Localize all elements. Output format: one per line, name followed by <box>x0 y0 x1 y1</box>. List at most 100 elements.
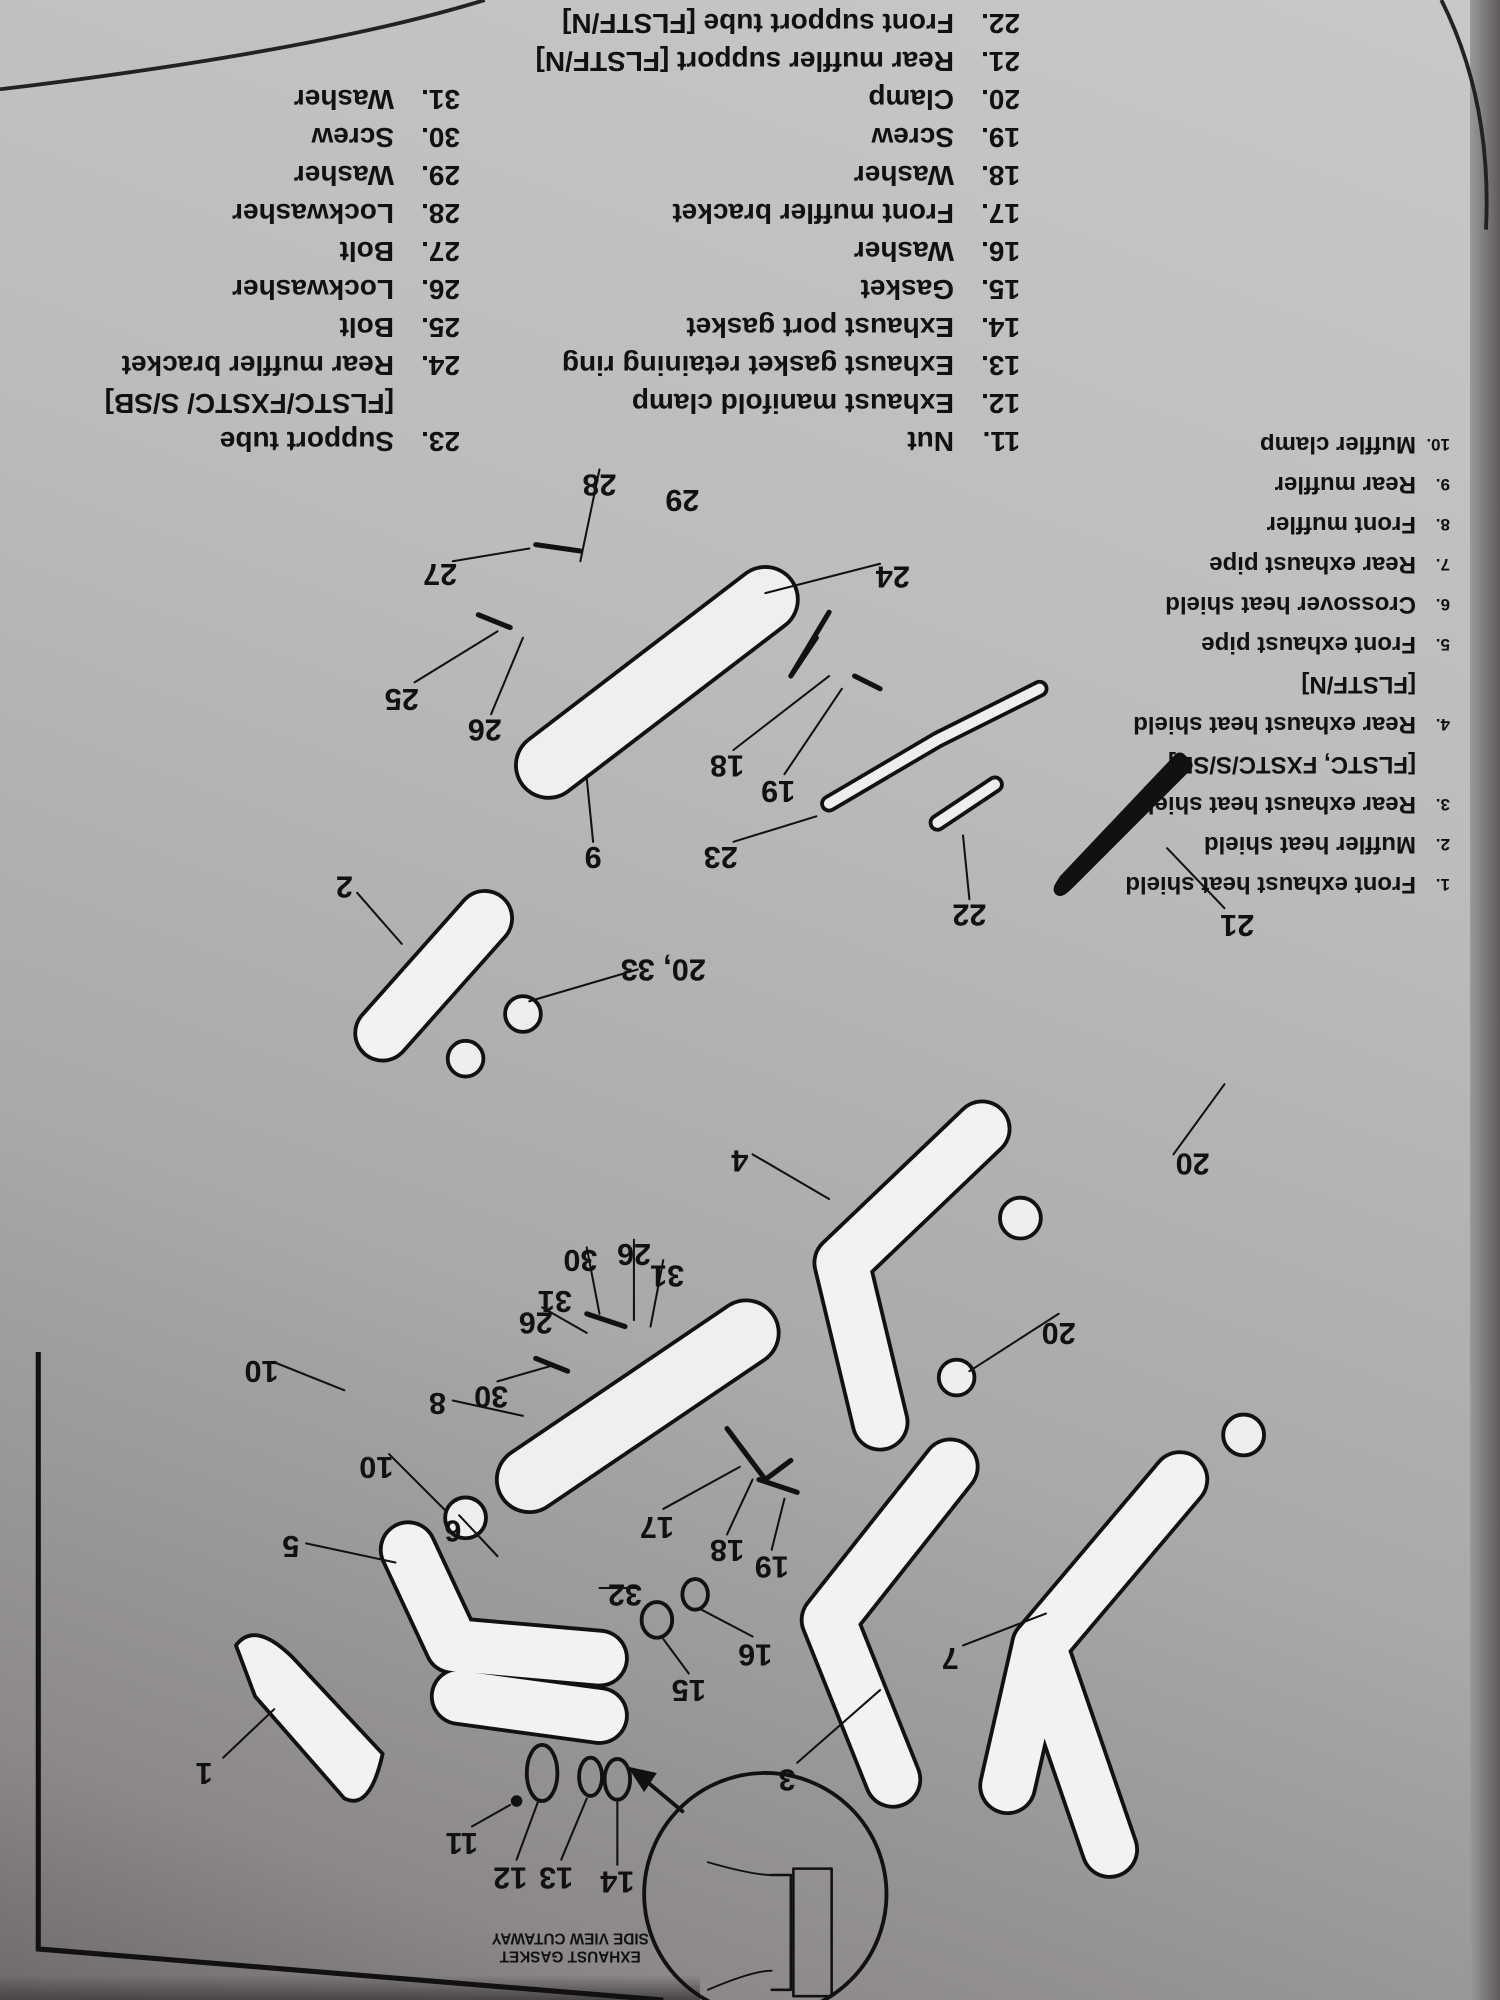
legend-num: 6. <box>1435 595 1450 614</box>
legend-num: 29. <box>421 160 460 191</box>
callout-1: 1 <box>196 1756 213 1790</box>
callout-2: 2 <box>336 869 353 903</box>
leader-lines <box>222 468 1226 1866</box>
legend-item: 3. Rear exhaust heat shield [FLSTC, FXSTC… <box>1110 744 1450 824</box>
legend-item: 1.Front exhaust heat shield <box>1110 864 1450 904</box>
legend-label: Washer <box>853 160 954 191</box>
callout-8: 8 <box>429 1386 446 1420</box>
cutaway-arrow <box>642 1777 685 1814</box>
legend-label: Lockwasher <box>232 198 394 229</box>
legend-num: 14. <box>981 312 1020 343</box>
legend-label: Exhaust gasket retaining ring <box>561 350 954 381</box>
legend-label: Front support tube [FLSTF/N] <box>562 8 954 39</box>
callout-31: 31 <box>650 1259 684 1293</box>
legend-label: Muffler heat shield <box>1203 831 1416 858</box>
gasket-cutaway <box>792 1867 833 1998</box>
callout-31: 31 <box>538 1284 572 1318</box>
legend-num: 9. <box>1435 475 1450 494</box>
legend-label: Gasket <box>860 274 954 305</box>
legend-label: Rear muffler <box>1274 471 1416 498</box>
callout-labels: 1 3 7 14 13 12 11 15 16 32 19 18 17 6 5 … <box>196 468 1255 1899</box>
legend-label: Rear exhaust heat shield [FLSTC, FXSTC/S… <box>1133 751 1416 818</box>
legend-label: Bolt <box>339 312 394 343</box>
legend-item: 27.Bolt <box>20 232 460 270</box>
legend-num: 16. <box>981 236 1020 267</box>
legend-num: 4. <box>1435 715 1450 734</box>
cutaway-circle <box>642 1771 889 2000</box>
callout-4: 4 <box>731 1144 748 1178</box>
legend-item: 20.Clamp <box>500 80 1020 118</box>
legend-item: 26. Lockwasher <box>20 270 460 308</box>
page-border-corner <box>1439 0 1489 230</box>
legend-column-1: 1.Front exhaust heat shield 2. Muffler he… <box>1110 434 1450 904</box>
legend-label: Washer <box>293 84 394 115</box>
legend-label: Rear exhaust pipe <box>1209 551 1416 578</box>
callout-19: 19 <box>755 1549 789 1583</box>
legend-label: Muffler clamp <box>1259 434 1416 458</box>
callout-25: 25 <box>385 682 419 716</box>
legend-item: 6.Crossover heat shield <box>1110 584 1450 624</box>
gaskets <box>510 1577 710 1807</box>
legend-item: 24.Rear muffler bracket <box>20 346 460 384</box>
callout-7: 7 <box>942 1641 959 1675</box>
legend-num: 8. <box>1435 515 1450 534</box>
legend-num: 25. <box>421 312 460 343</box>
legend-item: 16. Washer <box>500 232 1020 270</box>
legend-num: 3. <box>1435 795 1450 814</box>
legend-num: 30. <box>421 122 460 153</box>
rear-muffler-bracket <box>788 609 832 679</box>
legend-label: Front exhaust pipe <box>1201 631 1416 658</box>
callout-3: 3 <box>778 1762 795 1796</box>
legend-num: 28. <box>421 198 460 229</box>
legend-num: 26. <box>421 274 460 305</box>
legend-item: 23.Support tube [FLSTC/FXSTC/ S/SB] <box>20 384 460 460</box>
legend-num: 31. <box>421 84 460 115</box>
legend-num: 20. <box>981 84 1020 115</box>
legend-label: Screw <box>311 122 395 153</box>
legend-item: 18. Washer <box>500 156 1020 194</box>
legend-item: 9. Rear muffler <box>1110 464 1450 504</box>
muffler-fills <box>498 568 796 1511</box>
callout-20: 20 <box>1042 1316 1076 1350</box>
callout-32: 32 <box>608 1577 642 1611</box>
legend-num: 18. <box>981 160 1020 191</box>
callout-15: 15 <box>672 1673 706 1707</box>
callout-6: 6 <box>444 1514 461 1548</box>
legend-num: 19. <box>981 122 1020 153</box>
callout-16: 16 <box>738 1637 772 1671</box>
page-edge-shadow <box>1470 0 1500 2000</box>
legend-column-2: 11.Nut 12.Exhaust manifold clamp 13.Exha… <box>500 4 1020 460</box>
callout-30: 30 <box>563 1243 597 1277</box>
legend-item: 14. Exhaust port gasket <box>500 308 1020 346</box>
legend-item: 29.Washer <box>20 156 460 194</box>
callout-13: 13 <box>539 1861 573 1895</box>
callout-10: 10 <box>359 1450 393 1484</box>
legend-item: 19.Screw <box>500 118 1021 156</box>
rear-muffler-support <box>1053 752 1193 897</box>
legend-label: Exhaust port gasket <box>686 312 954 343</box>
callout-10: 10 <box>244 1354 278 1388</box>
callout-30: 30 <box>474 1380 508 1414</box>
legend-num: 11. <box>982 426 1020 457</box>
legend-num: 10. <box>1426 435 1450 454</box>
callout-18: 18 <box>710 1533 744 1567</box>
caption-line-1: EXHAUST GASKET <box>499 1948 641 1965</box>
legend-num: 23. <box>421 426 460 457</box>
front-exhaust-heat-shield <box>234 1633 385 1803</box>
legend-column-3: 23.Support tube [FLSTC/FXSTC/ S/SB] 24.R… <box>20 10 460 460</box>
legend-item: 5.Front exhaust pipe <box>1110 624 1450 664</box>
legend-item: 31. Washer <box>20 80 460 118</box>
legend-label: Lockwasher <box>232 274 394 305</box>
legend-item: 4.Rear exhaust heat shield [FLSTF/N] <box>1110 664 1450 744</box>
callout-17: 17 <box>640 1510 674 1544</box>
legend-label: Washer <box>853 236 954 267</box>
legend-label: Nut <box>907 426 954 457</box>
legend-item: 12.Exhaust manifold clamp <box>500 384 1020 422</box>
legend-item: 8.Front muffler <box>1110 504 1450 544</box>
pipe-fills <box>357 892 1206 1875</box>
callout-19: 19 <box>761 774 795 808</box>
legend-num: 2. <box>1435 835 1450 854</box>
callout-24: 24 <box>876 560 910 594</box>
legend-label: Front exhaust heat shield <box>1125 871 1416 898</box>
